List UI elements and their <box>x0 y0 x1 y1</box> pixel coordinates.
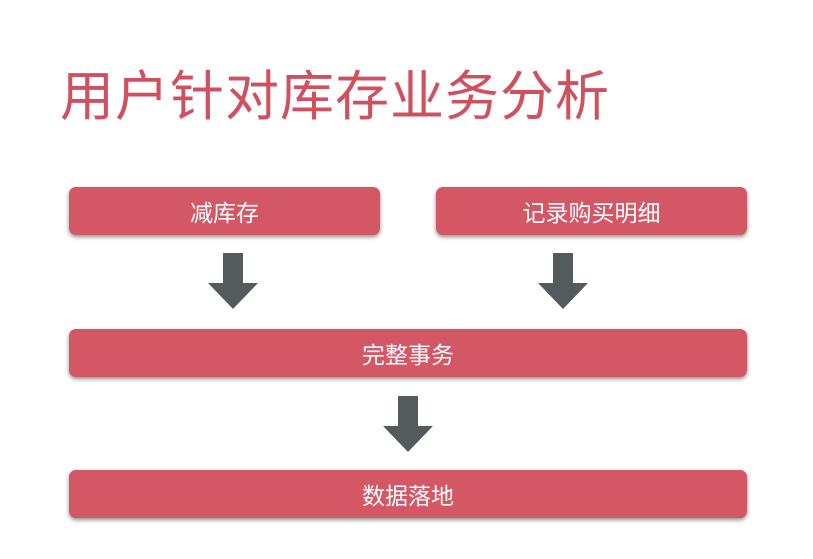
arrow-reduce-to-transaction <box>208 253 258 309</box>
node-persist-data: 数据落地 <box>69 470 747 518</box>
node-full-transaction: 完整事务 <box>69 329 747 377</box>
arrow-transaction-to-persist <box>383 396 433 452</box>
node-reduce-stock: 减库存 <box>69 187 380 235</box>
slide-title: 用户针对库存业务分析 <box>60 65 610 128</box>
node-record-purchase: 记录购买明细 <box>436 187 747 235</box>
arrow-record-to-transaction <box>538 253 588 309</box>
